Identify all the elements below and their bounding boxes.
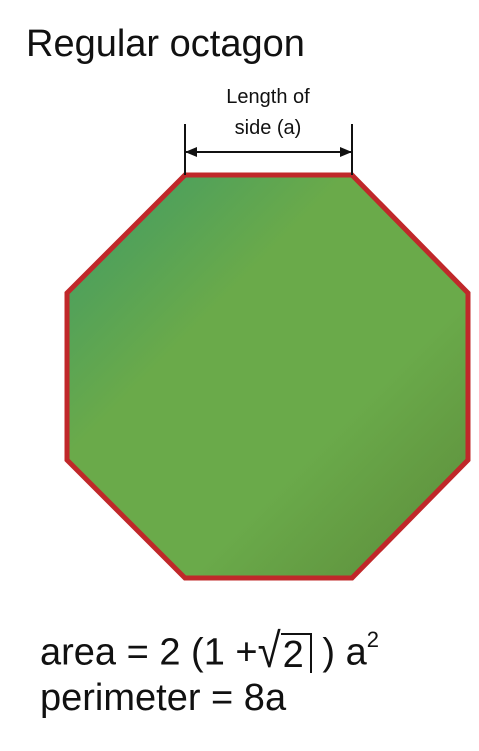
radical-sign-icon: √ (257, 623, 281, 678)
side-length-dimension (184, 124, 353, 175)
area-formula-prefix: area = 2 (1 + (40, 631, 258, 674)
square-root: √2 (258, 625, 312, 675)
page-title: Regular octagon (26, 23, 305, 65)
octagon-shape (64, 172, 471, 581)
area-exponent: 2 (366, 627, 379, 652)
dimension-arrow-right (340, 147, 352, 157)
area-formula: area = 2 (1 +√2 ) a2 (40, 622, 379, 676)
perimeter-formula: perimeter = 8a (40, 677, 287, 719)
area-formula-suffix: ) a (322, 631, 367, 674)
area-radicand: 2 (280, 632, 312, 675)
octagon-diagram: Length of side (a) (64, 86, 471, 581)
side-label-line2: side (a) (235, 117, 302, 139)
side-label-line1: Length of (226, 86, 310, 108)
dimension-arrow-left (185, 147, 197, 157)
